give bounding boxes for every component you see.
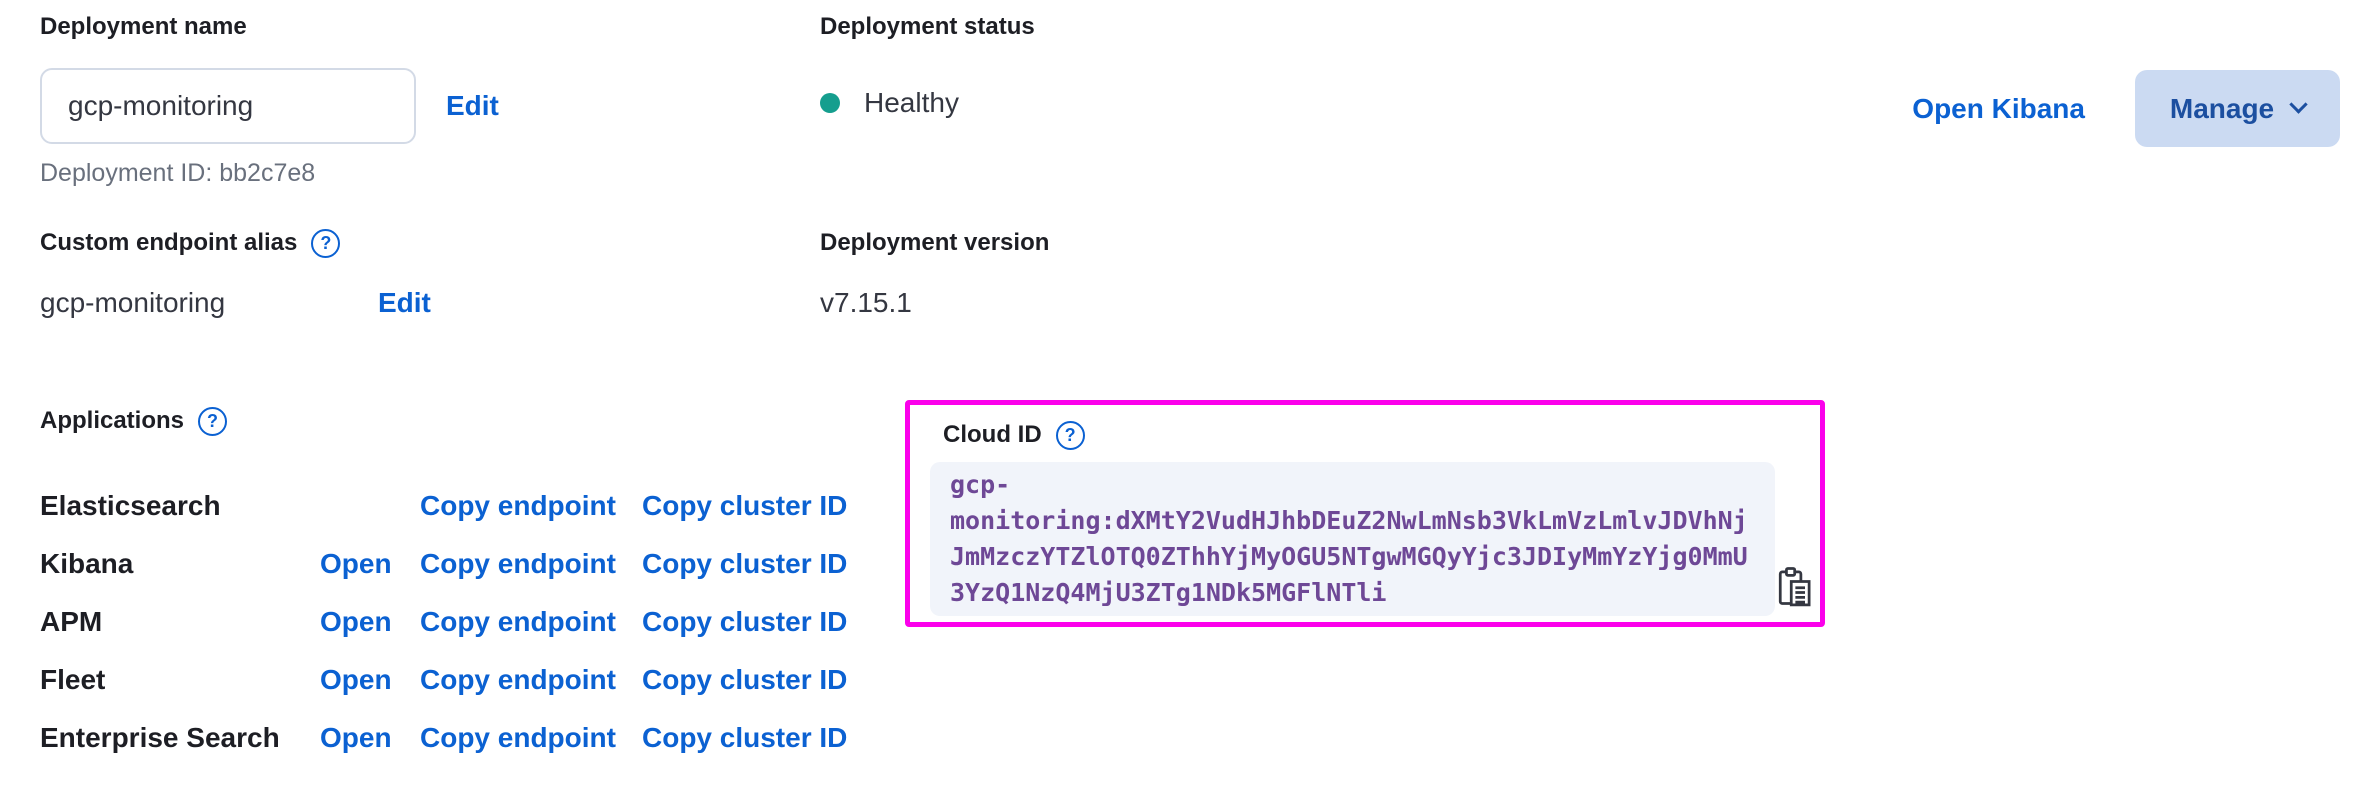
help-icon[interactable]: ? (1055, 420, 1085, 450)
copy-endpoint-link[interactable]: Copy endpoint (420, 664, 616, 695)
app-row-name: Enterprise Search (40, 722, 280, 753)
deployment-version-label: Deployment version (820, 229, 1050, 256)
status-value: Healthy (864, 87, 959, 118)
applications-label: Applications (40, 407, 185, 434)
open-link[interactable]: Open (320, 664, 392, 695)
open-link[interactable]: Open (320, 548, 392, 579)
deployment-name-label: Deployment name (40, 13, 247, 40)
copy-cluster-id-link[interactable]: Copy cluster ID (642, 548, 848, 579)
copy-cluster-id-link[interactable]: Copy cluster ID (642, 664, 848, 695)
deployment-name-input[interactable] (40, 68, 416, 144)
open-kibana-link[interactable]: Open Kibana (1912, 92, 2085, 124)
app-row-name: APM (40, 606, 103, 637)
deployment-version-section: Deployment version v7.15.1 (820, 228, 1049, 320)
help-icon[interactable]: ? (311, 228, 341, 258)
cloud-id-label: Cloud ID (943, 421, 1042, 448)
copy-cluster-id-link[interactable]: Copy cluster ID (642, 606, 848, 637)
deployment-version-value: v7.15.1 (820, 287, 912, 318)
applications-section: Applications ? Elasticsearch Copy endpoi… (40, 406, 882, 767)
chevron-down-icon (2289, 95, 2308, 114)
copy-cloud-id-button[interactable] (1772, 565, 1816, 609)
app-row-name: Elasticsearch (40, 490, 221, 521)
help-icon[interactable]: ? (198, 406, 228, 436)
copy-endpoint-link[interactable]: Copy endpoint (420, 606, 616, 637)
deployment-name-section: Deployment name Edit Deployment ID: bb2c… (40, 12, 499, 188)
cloud-id-code-panel: gcp-monitoring:dXMtY2VudHJhbDEuZ2NwLmNsb… (930, 462, 1775, 616)
deployment-name-edit-link[interactable]: Edit (446, 90, 499, 121)
deployment-id-text: Deployment ID: bb2c7e8 (40, 159, 316, 187)
open-link[interactable]: Open (320, 722, 392, 753)
status-healthy-dot-icon (820, 93, 840, 113)
cloud-id-highlight-box: Cloud ID ? gcp-monitoring:dXMtY2VudHJhbD… (905, 400, 1825, 627)
copy-cluster-id-link[interactable]: Copy cluster ID (642, 490, 848, 521)
custom-endpoint-alias-section: Custom endpoint alias ? gcp-monitoring E… (40, 228, 431, 320)
custom-endpoint-alias-value: gcp-monitoring (40, 287, 226, 318)
custom-endpoint-alias-edit-link[interactable]: Edit (378, 287, 431, 318)
manage-button-label: Manage (2169, 92, 2275, 124)
deployment-status-section: Deployment status Healthy (820, 12, 1035, 120)
cloud-id-value: gcp-monitoring:dXMtY2VudHJhbDEuZ2NwLmNsb… (950, 470, 1748, 607)
applications-table: Elasticsearch Copy endpoint Copy cluster… (40, 477, 882, 767)
header-actions: Open Kibana Manage (1912, 70, 2340, 147)
custom-endpoint-alias-label: Custom endpoint alias (40, 229, 298, 256)
copy-cluster-id-link[interactable]: Copy cluster ID (642, 722, 848, 753)
copy-clipboard-icon (1778, 567, 1811, 607)
app-row-name: Kibana (40, 548, 134, 579)
copy-endpoint-link[interactable]: Copy endpoint (420, 722, 616, 753)
manage-button[interactable]: Manage (2135, 70, 2340, 147)
copy-endpoint-link[interactable]: Copy endpoint (420, 548, 616, 579)
open-link[interactable]: Open (320, 606, 392, 637)
copy-endpoint-link[interactable]: Copy endpoint (420, 490, 616, 521)
app-row-name: Fleet (40, 664, 106, 695)
deployment-status-label: Deployment status (820, 13, 1035, 40)
